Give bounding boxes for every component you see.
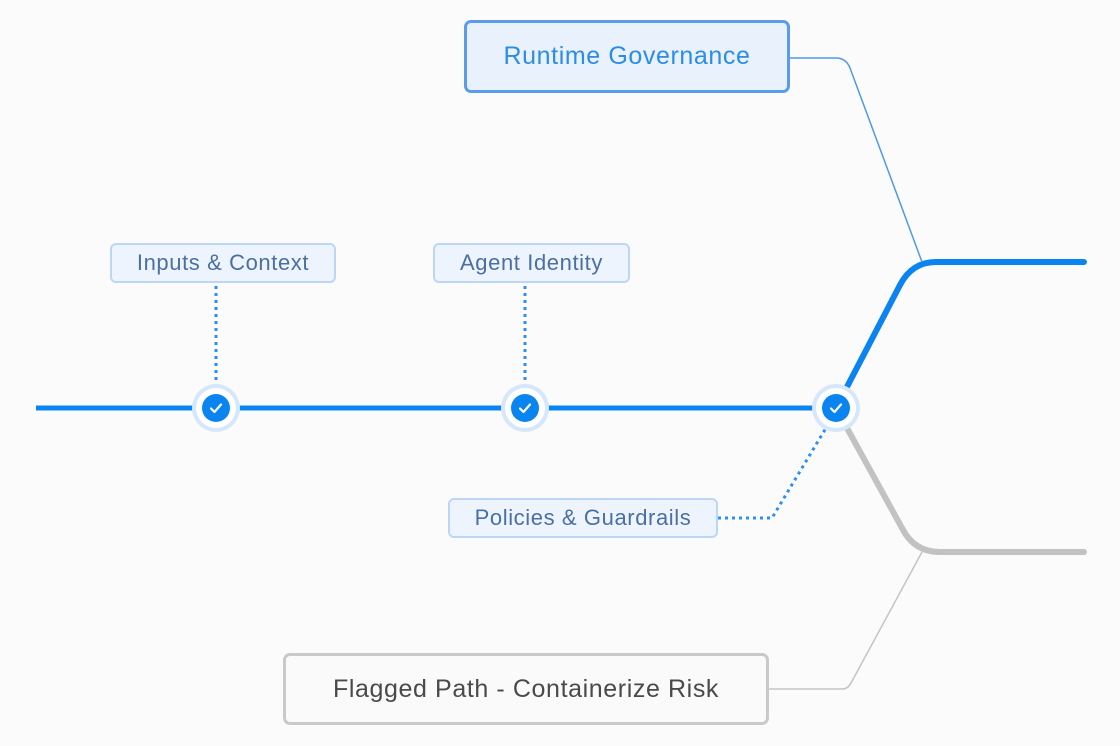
check-icon	[829, 403, 843, 414]
checkpoint-node	[812, 384, 860, 432]
governed-branch-line	[833, 259, 1087, 411]
check-icon	[518, 403, 532, 414]
agent-identity-label: Agent Identity	[433, 243, 630, 283]
flagged-path-callout-line	[769, 551, 923, 690]
runtime-governance-callout-line	[790, 57, 923, 263]
flagged-branch-line	[833, 405, 1087, 555]
checkpoint-node	[501, 384, 549, 432]
flagged-path-box: Flagged Path - Containerize Risk	[283, 653, 769, 725]
policies-guardrails-connector	[718, 427, 828, 520]
runtime-governance-box: Runtime Governance	[464, 20, 790, 93]
check-icon	[209, 403, 223, 414]
policies-guardrails-label: Policies & Guardrails	[448, 498, 718, 538]
inputs-context-label: Inputs & Context	[110, 243, 336, 283]
checkpoint-node	[192, 384, 240, 432]
